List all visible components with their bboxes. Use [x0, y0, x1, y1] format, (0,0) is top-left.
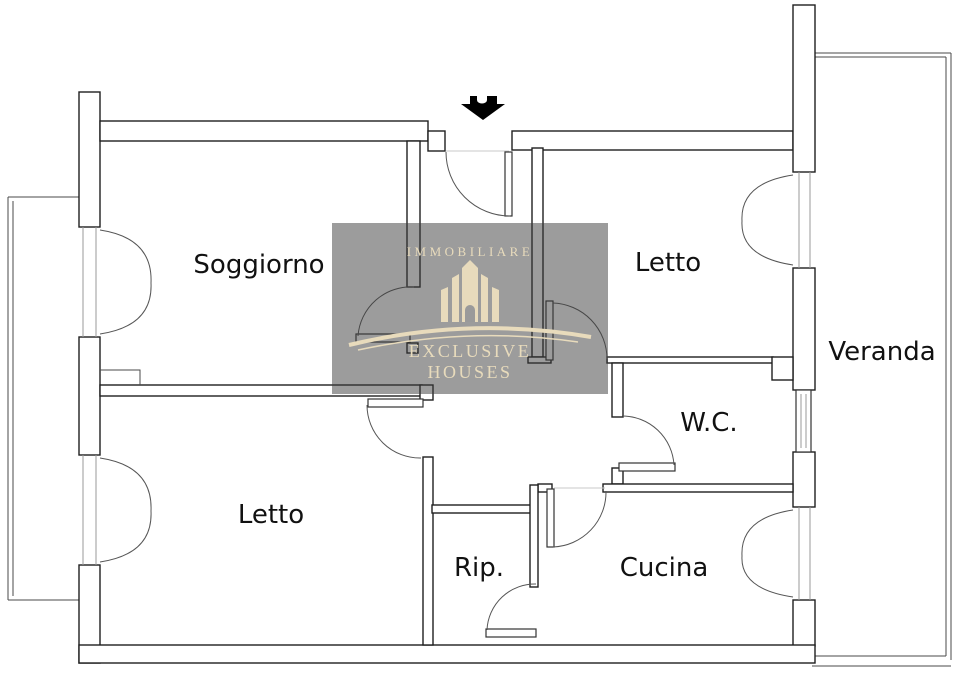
window-wc — [795, 389, 812, 453]
veranda-outer-walls — [812, 52, 952, 667]
french-window-soggiorno — [82, 227, 152, 337]
watermark-brand-bottom: HOUSES — [427, 362, 512, 382]
label-veranda: Veranda — [828, 337, 935, 367]
french-window-letto-top — [741, 172, 811, 268]
label-letto-bottom: Letto — [238, 500, 304, 530]
label-soggiorno: Soggiorno — [193, 250, 324, 280]
label-cucina: Cucina — [620, 553, 709, 583]
watermark: IMMOBILIARE EXCLUSIVE HOUSES — [332, 223, 608, 394]
label-wc: W.C. — [680, 408, 737, 438]
rip-door — [485, 583, 537, 638]
walls-exterior — [78, 4, 816, 664]
label-rip: Rip. — [454, 553, 504, 583]
room-labels: Soggiorno Letto Veranda W.C. Letto Rip. … — [193, 248, 935, 583]
buildings-logo-icon — [348, 260, 592, 351]
cucina-door — [546, 487, 607, 548]
wc-door — [618, 415, 676, 472]
french-door-cucina-veranda — [741, 507, 811, 600]
entrance-arrow-icon — [461, 96, 505, 120]
label-letto-top: Letto — [635, 248, 701, 278]
watermark-brand-top: IMMOBILIARE — [407, 244, 534, 259]
french-window-letto-bottom — [82, 455, 152, 565]
balcony-left-walls — [7, 196, 79, 601]
watermark-brand-mid: EXCLUSIVE — [409, 341, 532, 361]
entrance-door — [445, 150, 513, 217]
letto-bottom-door — [366, 398, 424, 459]
